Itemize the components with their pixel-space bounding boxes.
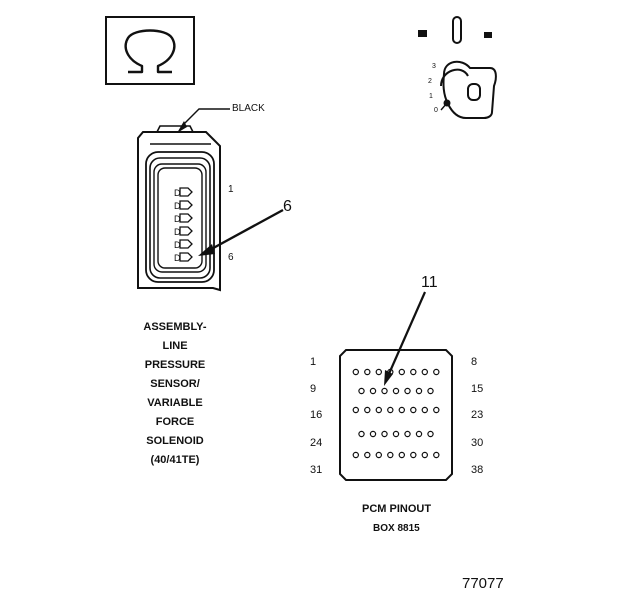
pcm-row-end-label: 23 xyxy=(471,409,484,421)
pcm-pin-hole xyxy=(421,451,428,459)
pcm-pin-hole xyxy=(433,451,440,459)
connector-title-line: SOLENOID xyxy=(146,435,204,447)
pcm-pin-hole xyxy=(398,406,405,414)
wire-color-label: BLACK xyxy=(232,103,265,114)
pcm-pin-hole xyxy=(392,430,400,438)
svg-text:D: D xyxy=(174,253,181,263)
pcm-title: PCM PINOUT xyxy=(362,503,432,515)
pcm-pin-hole xyxy=(387,451,394,459)
pcm-connector xyxy=(339,349,453,481)
ignition-position-0: 0 xyxy=(434,107,438,114)
pcm-pin-hole xyxy=(369,430,377,438)
ignition-key-icon xyxy=(418,16,497,119)
connector-title-line: PRESSURE xyxy=(144,359,206,371)
pcm-pin-hole xyxy=(364,406,371,414)
callout-11-arrow-line xyxy=(386,291,427,377)
connector-title-line: LINE xyxy=(162,340,188,352)
pcm-pin-hole xyxy=(358,387,365,395)
connector-title-line: (40/41TE) xyxy=(150,454,200,466)
pcm-pin-hole xyxy=(427,387,434,395)
wire-color-leader xyxy=(180,108,230,128)
pcm-pin-hole xyxy=(375,368,382,376)
callout-6-arrowhead xyxy=(198,244,215,256)
pcm-pin-hole xyxy=(352,451,359,459)
pcm-pin-hole xyxy=(427,430,434,438)
pcm-row-start-label: 9 xyxy=(310,383,317,395)
pcm-pin-hole xyxy=(358,430,365,438)
svg-text:D: D xyxy=(174,240,181,250)
connector-pin-first: 1 xyxy=(228,184,234,195)
pcm-row-start-label: 24 xyxy=(310,437,323,449)
connector-title-line: VARIABLE xyxy=(147,397,203,409)
pcm-row-end-label: 8 xyxy=(471,356,478,368)
connector-title-line: FORCE xyxy=(155,416,195,428)
pcm-pin-hole xyxy=(410,451,417,459)
pcm-subtitle: BOX 8815 xyxy=(373,523,420,534)
connector-title-line: ASSEMBLY- xyxy=(143,321,207,333)
wire-color-arrowhead xyxy=(177,121,187,133)
callout-6-arrow-line xyxy=(205,208,284,254)
pcm-pin-hole xyxy=(404,387,411,395)
pcm-row-start-label: 1 xyxy=(310,356,317,368)
pcm-pin-hole xyxy=(398,451,405,459)
ohm-symbol-icon xyxy=(105,16,195,85)
sensor-connector: D D D D D D xyxy=(137,125,221,292)
pcm-pin-hole xyxy=(381,387,388,395)
pcm-pin-hole xyxy=(410,368,417,376)
pcm-pin-hole xyxy=(398,368,405,376)
pcm-row-start-label: 16 xyxy=(310,409,323,421)
connector-title: ASSEMBLY- LINE PRESSURE SENSOR/ VARIABLE… xyxy=(120,318,230,470)
pcm-pin-hole xyxy=(404,430,411,438)
pcm-pin-hole xyxy=(352,368,359,376)
pcm-pin-hole xyxy=(421,406,428,414)
connector-title-line: SENSOR/ xyxy=(150,378,200,390)
pcm-row-end-label: 30 xyxy=(471,437,484,449)
pcm-pin-hole xyxy=(421,368,428,376)
pcm-pin-hole xyxy=(352,406,359,414)
pcm-pin-hole xyxy=(433,368,440,376)
pcm-pin-hole xyxy=(433,406,440,414)
pcm-pin-hole xyxy=(410,406,417,414)
pcm-pin-hole xyxy=(415,430,423,438)
svg-text:D: D xyxy=(174,201,181,211)
pcm-pin-hole xyxy=(375,406,382,414)
pcm-pin-hole xyxy=(375,451,382,459)
pcm-pin-hole xyxy=(392,387,400,395)
callout-11-label: 11 xyxy=(421,274,438,291)
callout-6-label: 6 xyxy=(283,198,292,215)
svg-text:D: D xyxy=(174,214,181,224)
figure-number: 77077 xyxy=(462,575,504,592)
pcm-row-end-label: 15 xyxy=(471,383,484,395)
callout-11-arrowhead xyxy=(384,370,393,386)
connector-pin-last: 6 xyxy=(228,252,234,263)
ignition-position-2: 2 xyxy=(428,78,432,85)
pcm-row-end-label: 38 xyxy=(471,464,484,476)
pcm-pin-hole xyxy=(381,430,388,438)
pcm-row-start-label: 31 xyxy=(310,464,323,476)
pcm-pin-hole xyxy=(387,406,394,414)
pcm-pin-hole xyxy=(364,368,371,376)
pcm-pin-hole xyxy=(369,387,377,395)
ignition-position-1: 1 xyxy=(429,93,433,100)
pcm-pin-hole xyxy=(364,451,371,459)
svg-text:D: D xyxy=(174,227,181,237)
svg-text:D: D xyxy=(174,188,181,198)
ignition-position-3: 3 xyxy=(432,63,436,70)
pcm-pin-hole xyxy=(415,387,423,395)
